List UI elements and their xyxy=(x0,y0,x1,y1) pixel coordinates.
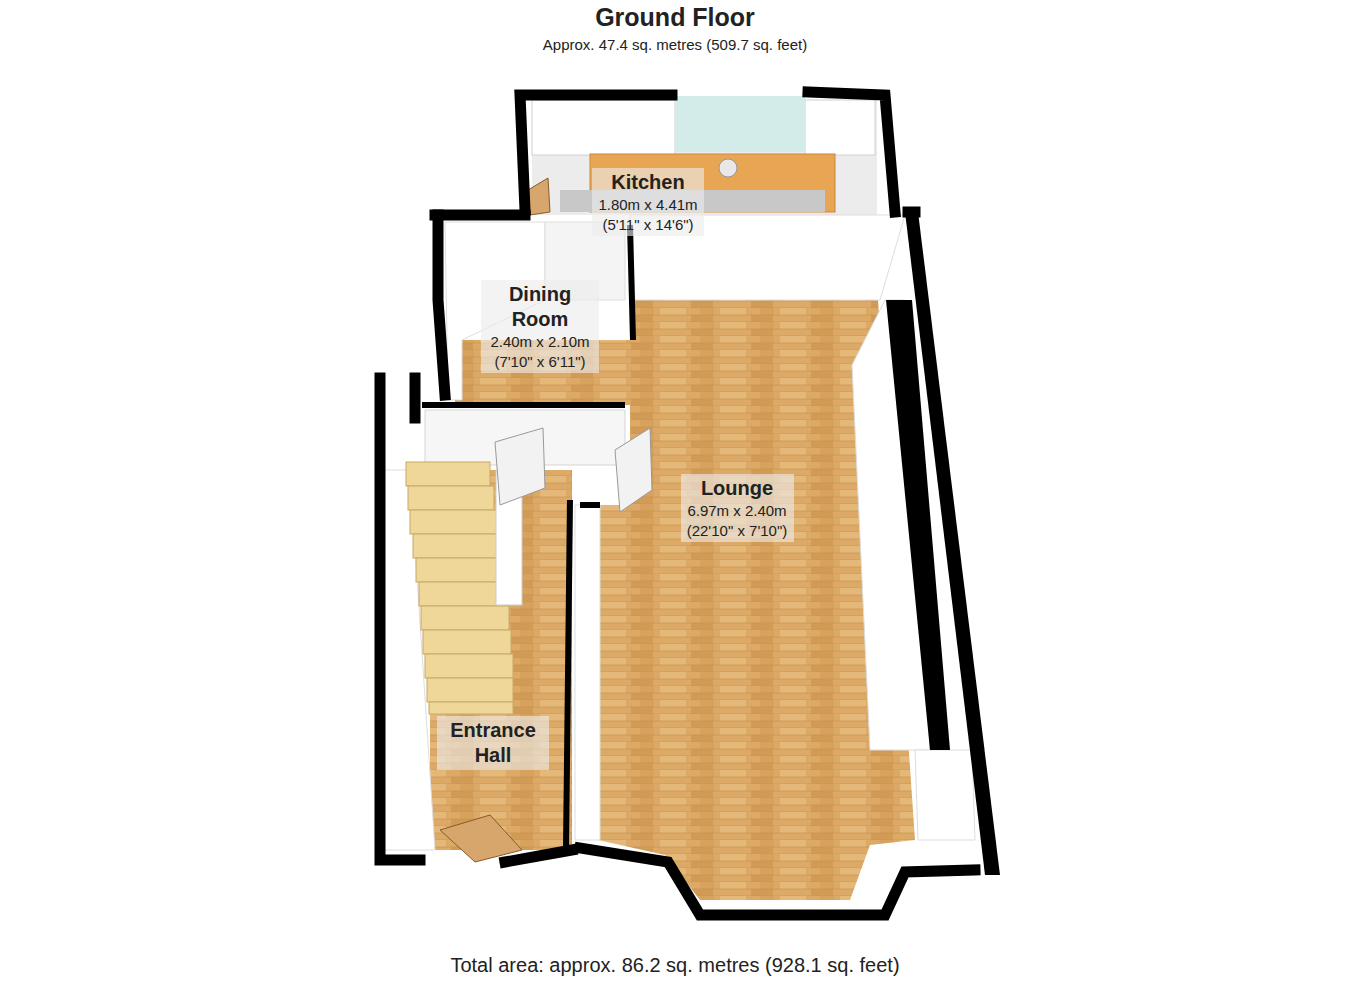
room-name: Kitchen xyxy=(598,170,698,195)
wall-face xyxy=(575,505,600,840)
door xyxy=(440,815,522,862)
room-dimension: (7'10" x 6'11") xyxy=(487,352,593,372)
plan-part xyxy=(580,502,600,508)
wall-face xyxy=(805,100,875,155)
door xyxy=(495,428,545,505)
door xyxy=(615,428,652,512)
wall xyxy=(886,300,950,750)
sink xyxy=(719,159,737,177)
area-note: Approx. 47.4 sq. metres (509.7 sq. feet) xyxy=(0,36,1350,53)
room-dimension: (22'10" x 7'10") xyxy=(687,521,788,541)
plan-part xyxy=(425,654,513,678)
window xyxy=(675,96,805,152)
plan-part xyxy=(423,630,511,654)
plan-part xyxy=(429,702,513,714)
plan-part xyxy=(438,215,445,395)
room-label: Entrance Hall xyxy=(437,716,549,770)
room-name: Lounge xyxy=(687,476,788,501)
walls xyxy=(380,92,975,915)
plan-part xyxy=(421,606,509,630)
plan-part xyxy=(380,378,420,860)
plan-part xyxy=(808,92,895,212)
room-dimension: (5'11" x 14'6") xyxy=(598,215,698,235)
plan-part xyxy=(410,378,421,418)
room-name: Entrance Hall xyxy=(443,718,543,768)
wall-face xyxy=(532,100,675,155)
room-name: Dining Room xyxy=(487,282,593,332)
plan-part xyxy=(630,225,633,340)
room-label: Lounge6.97m x 2.40m(22'10" x 7'10") xyxy=(681,474,794,542)
door xyxy=(528,178,550,215)
room-dimension: 6.97m x 2.40m xyxy=(687,501,788,521)
plan-part xyxy=(566,500,570,848)
plan-part xyxy=(416,558,504,582)
plan-part xyxy=(435,210,525,221)
plan-part xyxy=(580,848,975,915)
room-dimension: 1.80m x 4.41m xyxy=(598,195,698,215)
plan-part xyxy=(419,582,507,606)
room-dimension: 2.40m x 2.10m xyxy=(487,332,593,352)
room-label: Dining Room2.40m x 2.10m(7'10" x 6'11") xyxy=(481,280,599,373)
plan-part xyxy=(408,486,494,510)
plan-part xyxy=(422,402,625,408)
caption: Total area: approx. 86.2 sq. metres (928… xyxy=(0,954,1350,977)
plan-part xyxy=(410,510,498,534)
room-label: Kitchen1.80m x 4.41m(5'11" x 14'6") xyxy=(592,168,704,236)
plan-part xyxy=(505,850,572,862)
inner-walls xyxy=(422,225,633,848)
wall-face xyxy=(915,750,975,840)
plan-part xyxy=(413,534,501,558)
plan-part xyxy=(406,462,490,486)
plan-part xyxy=(427,678,513,702)
title: Ground Floor xyxy=(0,3,1350,32)
